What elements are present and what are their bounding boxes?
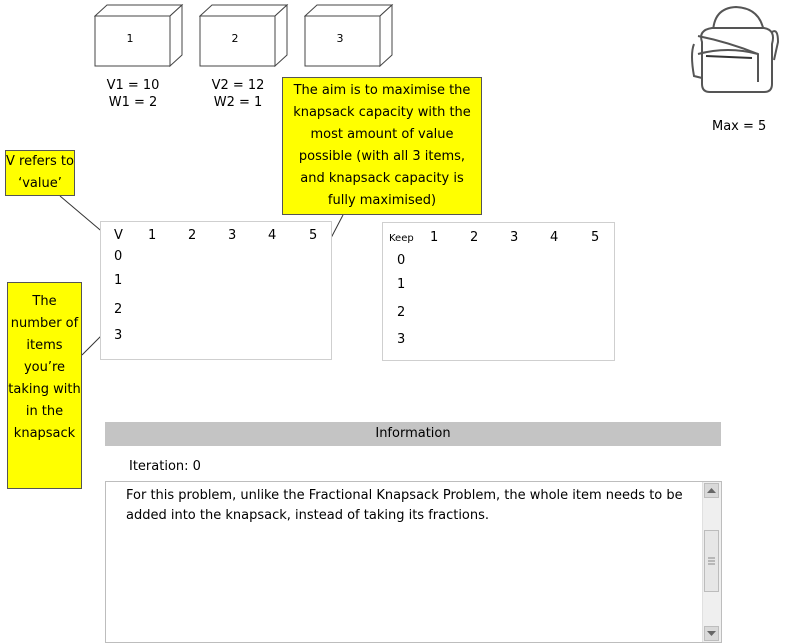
- keep-table-corner: Keep: [389, 233, 414, 244]
- v-table-row-3: 3: [114, 328, 123, 343]
- information-body: For this problem, unlike the Fractional …: [126, 488, 683, 523]
- item-box-3: [304, 4, 394, 68]
- item-2-weight: W2 = 1: [213, 95, 263, 110]
- v-table-col-2: 2: [188, 228, 197, 243]
- keep-table-col-3: 3: [510, 230, 519, 245]
- information-textarea[interactable]: For this problem, unlike the Fractional …: [105, 481, 722, 643]
- item-1-value: V1 = 10: [106, 78, 160, 93]
- v-table-col-3: 3: [228, 228, 237, 243]
- knapsack-max: Max = 5: [712, 119, 767, 134]
- keep-table-col-4: 4: [550, 230, 559, 245]
- item-box-1: [94, 4, 184, 68]
- iteration-counter: Iteration: 0: [129, 459, 201, 474]
- chevron-down-icon: [707, 631, 716, 636]
- v-table-corner: V: [114, 228, 123, 243]
- keep-table-col-2: 2: [470, 230, 479, 245]
- item-box-2-label: 2: [231, 32, 239, 45]
- grip-icon: [708, 557, 715, 565]
- scroll-down-button[interactable]: [704, 626, 719, 641]
- keep-table: Keep 1 2 3 4 5 0 1 2 3: [382, 222, 615, 361]
- item-2-value: V2 = 12: [211, 78, 265, 93]
- v-table-col-5: 5: [309, 228, 318, 243]
- v-table-row-1: 1: [114, 273, 123, 288]
- keep-table-col-1: 1: [430, 230, 439, 245]
- v-table: V 1 2 3 4 5 0 1 2 3: [100, 221, 332, 360]
- v-refers-note: V refers to ‘value’: [5, 150, 75, 196]
- v-table-col-1: 1: [148, 228, 157, 243]
- keep-table-row-0: 0: [397, 253, 406, 268]
- keep-table-row-2: 2: [397, 305, 406, 320]
- keep-table-row-1: 1: [397, 277, 406, 292]
- keep-table-col-5: 5: [591, 230, 600, 245]
- scroll-thumb[interactable]: [704, 530, 719, 592]
- item-box-3-label: 3: [336, 32, 344, 45]
- v-table-row-2: 2: [114, 302, 123, 317]
- item-box-2: [199, 4, 289, 68]
- information-header: Information: [105, 422, 721, 446]
- item-1-weight: W1 = 2: [108, 95, 158, 110]
- scroll-up-button[interactable]: [704, 483, 719, 498]
- v-table-row-0: 0: [114, 249, 123, 264]
- aim-note: The aim is to maximise the knapsack capa…: [282, 77, 482, 215]
- keep-table-row-3: 3: [397, 332, 406, 347]
- information-scrollbar[interactable]: [702, 482, 721, 642]
- backpack-icon: [691, 5, 780, 93]
- item-box-1-label: 1: [126, 32, 134, 45]
- number-items-note: The number of items you’re taking with i…: [7, 282, 82, 489]
- chevron-up-icon: [707, 488, 716, 493]
- v-table-col-4: 4: [268, 228, 277, 243]
